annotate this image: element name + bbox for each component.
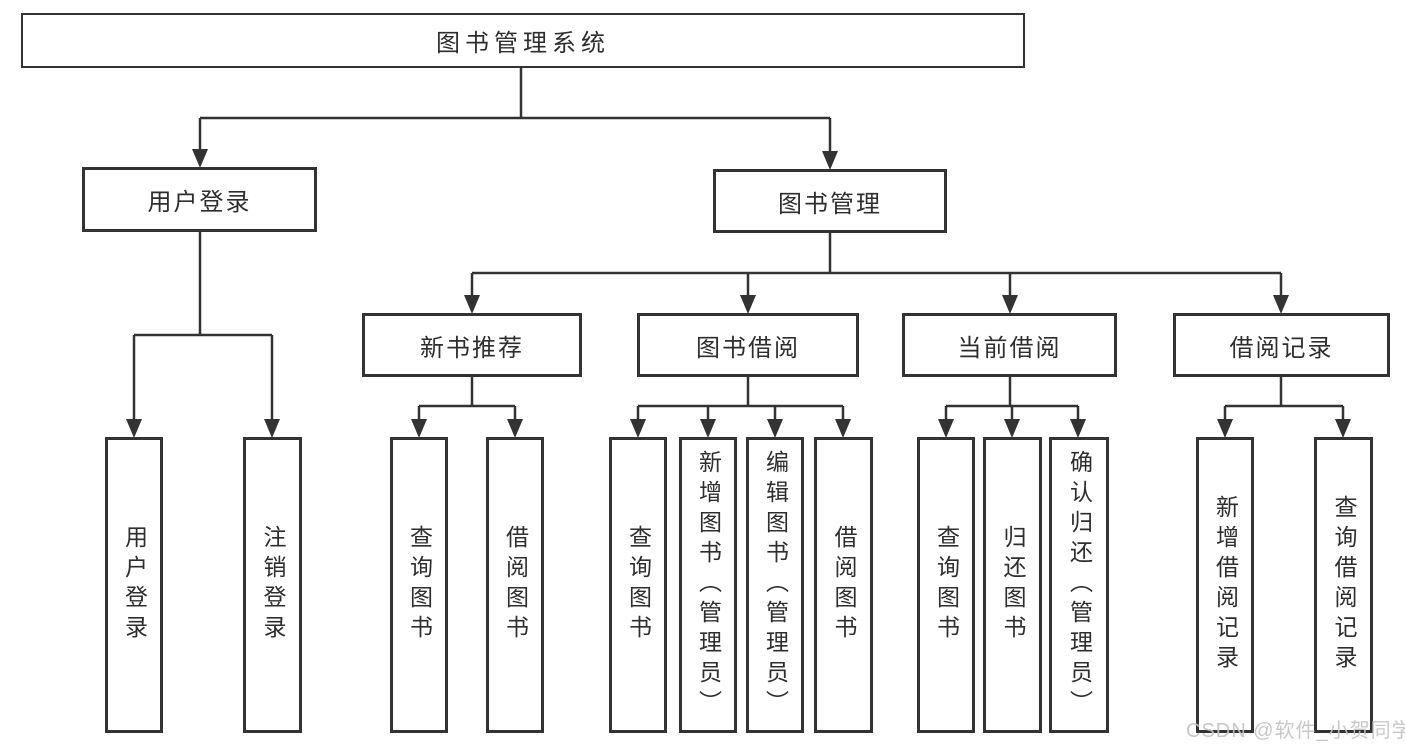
node-new-book-recommend: 新书推荐 xyxy=(362,313,582,377)
connector-lines xyxy=(132,68,1345,421)
node-label: 新增借阅记录 xyxy=(1212,495,1239,675)
csdn-watermark: CSDN @软件_小贺同学 xyxy=(1186,720,1405,742)
leaf-confirm-return-admin: 确认归还（管理员） xyxy=(1049,437,1109,733)
leaf-user-login: 用户登录 xyxy=(105,437,163,733)
node-label: 图书借阅 xyxy=(696,334,800,362)
node-label: 新增图书（管理员） xyxy=(695,450,722,720)
node-borrow-records: 借阅记录 xyxy=(1173,313,1390,377)
node-label: 查询图书 xyxy=(406,525,433,645)
node-label: 借阅图书 xyxy=(831,525,857,645)
node-book-borrow: 图书借阅 xyxy=(637,313,859,377)
node-label: 图书管理系统 xyxy=(436,30,610,57)
leaf-add-borrow-record: 新增借阅记录 xyxy=(1196,437,1254,733)
node-label: 归还图书 xyxy=(1000,525,1026,645)
node-current-borrow: 当前借阅 xyxy=(902,313,1117,377)
node-label: 用户登录 xyxy=(121,525,148,645)
node-label: 新书推荐 xyxy=(420,334,524,362)
leaf-borrow-books-recommend: 借阅图书 xyxy=(486,437,544,733)
leaf-add-book-admin: 新增图书（管理员） xyxy=(679,437,737,733)
leaf-return-book: 归还图书 xyxy=(983,437,1042,733)
node-label: 查询借阅记录 xyxy=(1331,495,1357,675)
node-label: 图书管理 xyxy=(778,190,882,218)
node-label: 注销登录 xyxy=(260,525,286,645)
leaf-logout-login: 注销登录 xyxy=(243,437,302,733)
leaf-edit-book-admin: 编辑图书（管理员） xyxy=(746,437,804,733)
node-label: 用户登录 xyxy=(147,189,252,216)
node-label: 借阅图书 xyxy=(502,525,529,645)
leaf-query-books-borrow: 查询图书 xyxy=(609,437,667,733)
node-library-management-system: 图书管理系统 xyxy=(21,13,1025,68)
node-label: 编辑图书（管理员） xyxy=(762,450,789,720)
leaf-query-borrow-record: 查询借阅记录 xyxy=(1314,437,1373,733)
leaf-borrow-books-borrow: 借阅图书 xyxy=(814,437,873,733)
node-label: 当前借阅 xyxy=(957,334,1062,362)
node-book-management: 图书管理 xyxy=(713,169,947,233)
arrowheads xyxy=(126,149,1351,438)
node-label: 借阅记录 xyxy=(1229,334,1334,362)
leaf-query-books-current: 查询图书 xyxy=(917,437,975,733)
node-user-login: 用户登录 xyxy=(82,167,317,232)
node-label: 查询图书 xyxy=(625,525,652,645)
node-label: 确认归还（管理员） xyxy=(1066,450,1093,720)
leaf-query-books-recommend: 查询图书 xyxy=(390,437,448,733)
node-label: 查询图书 xyxy=(933,525,960,645)
